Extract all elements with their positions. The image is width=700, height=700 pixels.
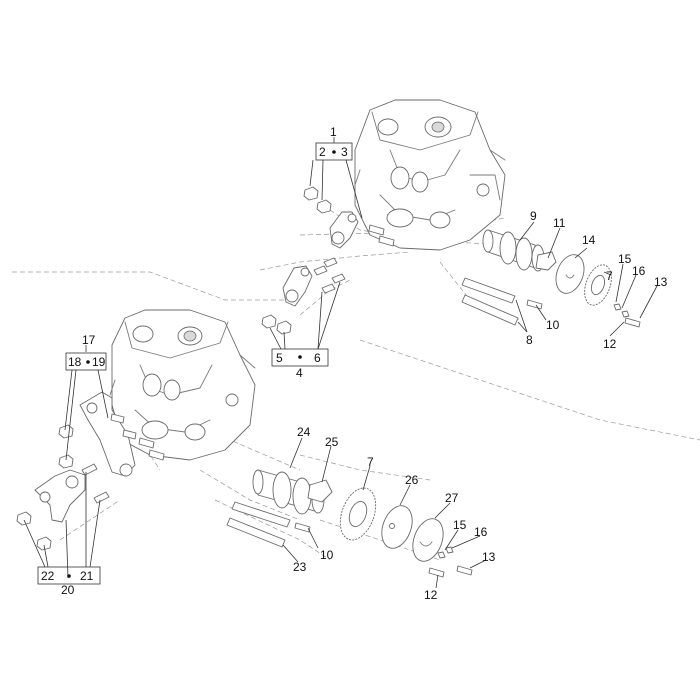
- label-17: 17: [82, 333, 96, 347]
- upper-push-rods: [461, 277, 519, 326]
- lower-timing-gear: [339, 487, 377, 541]
- upper-cam-plate: [535, 251, 557, 271]
- bullet-dots: [67, 150, 336, 578]
- label-18: 18: [68, 355, 82, 369]
- box-18-19: [65, 352, 107, 371]
- lower-push-rods: [226, 501, 291, 548]
- upper-timing-gear: [584, 264, 612, 306]
- bracket-boxes: [37, 142, 353, 585]
- label-19: 19: [92, 355, 106, 369]
- lower-cam-plate: [307, 479, 333, 503]
- leader-lines: [23, 137, 658, 589]
- label-22: 22: [41, 569, 55, 583]
- label-1: 1: [330, 125, 337, 139]
- label-25: 25: [325, 435, 339, 449]
- label-11: 11: [553, 216, 566, 230]
- upper-rocker-arm-front: [329, 211, 359, 249]
- label-12-lower: 12: [424, 588, 438, 602]
- part-numbers: 1 2 3 4 5 6 7 8 9 10 11 12 13 14 15 16 1…: [41, 125, 668, 602]
- label-8: 8: [526, 333, 533, 347]
- label-13-lower: 13: [482, 550, 496, 564]
- label-3: 3: [341, 145, 348, 159]
- box-2-3: [315, 142, 353, 161]
- lower-rocker-arm-rear: [34, 469, 86, 523]
- label-20: 20: [61, 583, 75, 597]
- label-24: 24: [297, 425, 311, 439]
- label-10-lower: 10: [320, 548, 334, 562]
- label-9: 9: [530, 209, 537, 223]
- lower-bolts: [294, 522, 473, 578]
- upper-decompressor-disc: [555, 254, 585, 294]
- label-7-lower: 7: [367, 455, 374, 469]
- label-15-upper: 15: [618, 252, 632, 266]
- label-14: 14: [582, 233, 596, 247]
- lower-decompressor-disc-26: [381, 505, 413, 549]
- label-26: 26: [405, 473, 419, 487]
- lower-camshaft: [252, 469, 325, 515]
- label-21: 21: [80, 569, 94, 583]
- upper-rocker-arm-rear: [282, 265, 313, 307]
- upper-small-parts: [261, 186, 395, 335]
- label-23: 23: [293, 560, 307, 574]
- lower-cylinder-head: [109, 309, 256, 461]
- upper-camshaft: [482, 229, 545, 272]
- box-22-21: [37, 566, 101, 585]
- label-5: 5: [276, 351, 283, 365]
- label-13-upper: 13: [654, 275, 668, 289]
- upper-bolts: [526, 299, 641, 328]
- label-7-upper: 7: [606, 269, 613, 283]
- box-5-6: [271, 348, 329, 367]
- label-4: 4: [296, 366, 303, 380]
- label-12-upper: 12: [603, 337, 617, 351]
- lower-rocker-arm-front: [79, 391, 136, 477]
- upper-cylinder-head: [354, 99, 506, 251]
- label-2: 2: [319, 145, 326, 159]
- lower-decompressor-disc-27: [412, 518, 444, 562]
- label-6: 6: [314, 351, 321, 365]
- label-27: 27: [445, 491, 459, 505]
- label-16-upper: 16: [632, 264, 646, 278]
- label-16-lower: 16: [474, 525, 488, 539]
- label-15-lower: 15: [453, 518, 467, 532]
- label-10-upper: 10: [546, 318, 560, 332]
